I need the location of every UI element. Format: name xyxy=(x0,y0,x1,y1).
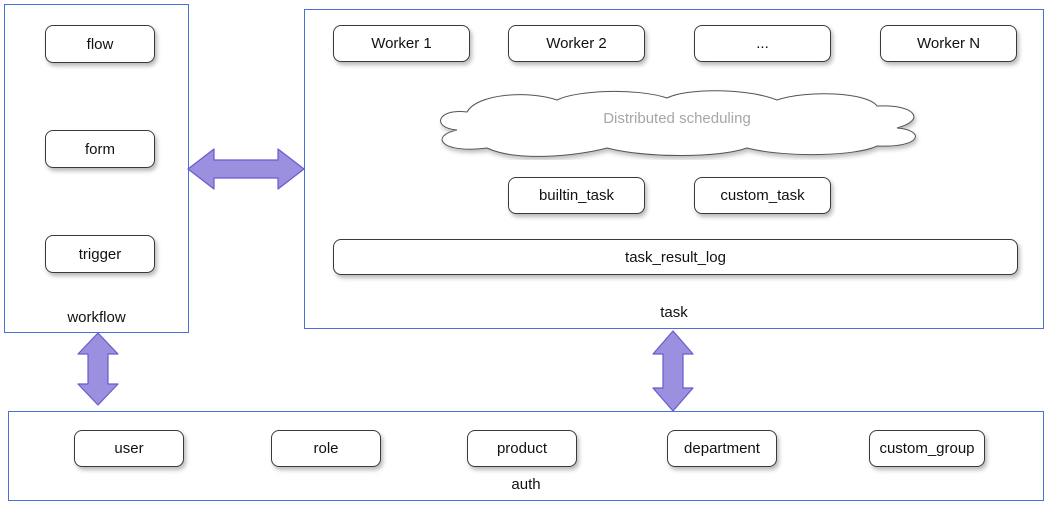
auth-item-department[interactable]: department xyxy=(667,430,777,467)
workflow-item-form[interactable]: form xyxy=(45,130,155,168)
distributed-scheduling-label: Distributed scheduling xyxy=(603,110,751,127)
auth-item-product[interactable]: product xyxy=(467,430,577,467)
auth-item-custom-group[interactable]: custom_group xyxy=(869,430,985,467)
task-group: Worker 1 Worker 2 ... Worker N Distribut… xyxy=(304,9,1044,329)
worker-2-node[interactable]: Worker 2 xyxy=(508,25,645,62)
builtin-task-node[interactable]: builtin_task xyxy=(508,177,645,214)
auth-item-user[interactable]: user xyxy=(74,430,184,467)
task-result-log-node[interactable]: task_result_log xyxy=(333,239,1018,275)
auth-group: user role product department custom_grou… xyxy=(8,411,1044,501)
worker-1-node[interactable]: Worker 1 xyxy=(333,25,470,62)
distributed-scheduling-cloud-icon xyxy=(440,90,916,157)
double-arrow-vertical-left-icon xyxy=(77,332,119,406)
workflow-item-trigger[interactable]: trigger xyxy=(45,235,155,273)
worker-n-node[interactable]: Worker N xyxy=(880,25,1017,62)
double-arrow-horizontal-icon xyxy=(187,148,305,190)
worker-ellipsis-node[interactable]: ... xyxy=(694,25,831,62)
auth-label: auth xyxy=(511,476,541,493)
custom-task-node[interactable]: custom_task xyxy=(694,177,831,214)
workflow-item-flow[interactable]: flow xyxy=(45,25,155,63)
workflow-group: flow form trigger workflow xyxy=(4,4,189,333)
task-label: task xyxy=(660,304,688,321)
double-arrow-vertical-right-icon xyxy=(652,330,694,412)
workflow-label: workflow xyxy=(67,309,126,326)
auth-item-role[interactable]: role xyxy=(271,430,381,467)
